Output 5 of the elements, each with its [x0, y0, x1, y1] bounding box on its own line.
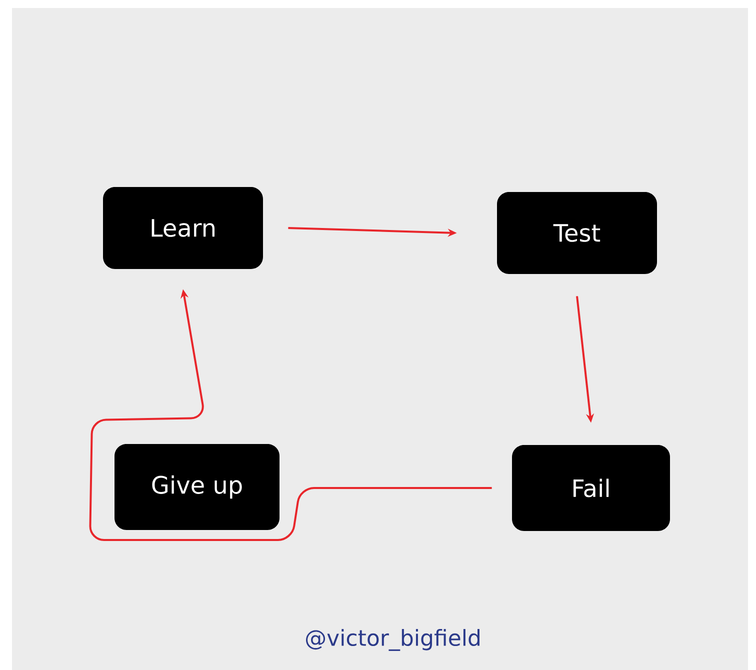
step-box: Test [497, 192, 657, 274]
step-box: Fail [512, 444, 670, 531]
step-box: Learn [103, 187, 263, 269]
credit-text: @victor_bigfield [306, 629, 480, 651]
step-box: Give up [114, 444, 280, 530]
